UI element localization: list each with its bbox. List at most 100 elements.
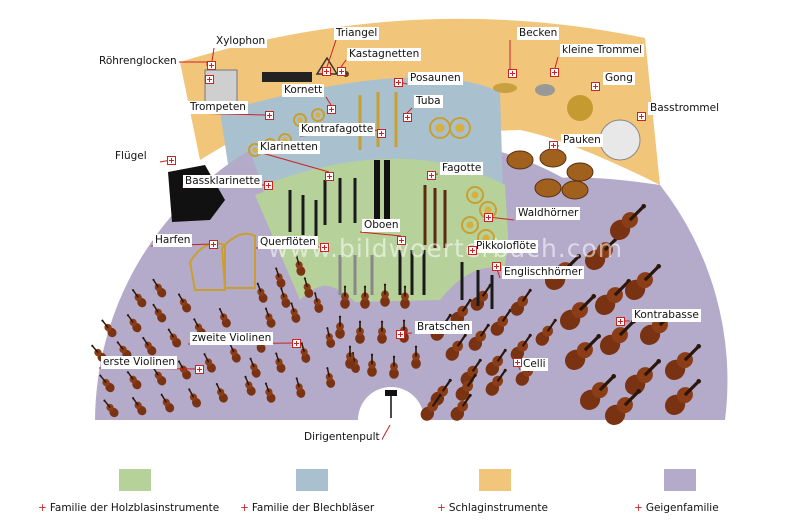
double-bass-icon [664,343,702,381]
violin-icon [177,293,192,313]
label-posaunen[interactable]: Posaunen [408,72,463,85]
violin-icon [152,303,167,323]
label-harfen[interactable]: Harfen [153,234,193,247]
label-kleine-trommel[interactable]: kleine Trommel [560,44,645,57]
plus-icon-kornett[interactable] [327,105,336,114]
violin-icon [126,314,142,333]
violin-icon [99,374,115,393]
french-horn-icon-bell [471,191,479,199]
label-bratschen[interactable]: Bratschen [415,321,473,334]
plus-icon-celli[interactable] [513,358,522,367]
label-englischhoerner[interactable]: Englischhörner [502,266,585,279]
label-kastagnetten[interactable]: Kastagnetten [347,48,422,61]
violin-icon [188,388,202,408]
plus-icon-querfloeten[interactable] [320,243,329,252]
cello-icon [420,393,442,421]
plus-icon-fagotte[interactable] [427,171,436,180]
plus-icon-klarinetten[interactable] [325,172,334,181]
plus-icon-gong[interactable] [591,82,600,91]
label-oboen[interactable]: Oboen [362,219,401,232]
contrabassoon-icon [374,160,380,220]
legend-item-woodwind[interactable]: +Familie der Holzblasinstrumente [38,502,220,514]
english-horn-icon [476,270,480,306]
legend-item-strings[interactable]: +Geigenfamilie [634,502,719,514]
label-trompeten[interactable]: Trompeten [188,101,248,114]
viola-icon [345,345,355,369]
plus-icon-bratschen[interactable] [396,330,405,339]
flute-icon [370,255,374,295]
double-bass-icon [559,293,597,331]
violin-icon [303,277,314,298]
gong-icon [567,95,593,121]
label-waldhoerner[interactable]: Waldhörner [516,207,581,220]
label-roehrenglocken[interactable]: Röhrenglocken [97,55,179,68]
label-bassklarinette[interactable]: Bassklarinette [183,175,263,188]
bassoon-icon [423,185,427,245]
leader-line [261,152,330,173]
label-fluegel[interactable]: Flügel [113,150,149,163]
plus-icon-posaunen[interactable] [394,78,403,87]
plus-icon-zweite-violinen[interactable] [292,339,301,348]
plus-icon-pauken[interactable] [549,141,558,150]
french-horn-icon-bell [466,221,474,229]
label-pikkolofloete[interactable]: Pikkoloflöte [474,240,539,253]
viola-icon [340,285,350,309]
french-horn-icon-bell [484,206,492,214]
plus-icon-waldhoerner[interactable] [484,213,493,222]
label-kontrabasse[interactable]: Kontrabasse [632,309,701,322]
plus-icon-xylophon[interactable] [207,61,216,70]
viola-icon [355,320,365,344]
plus-icon-englischhoerner[interactable] [492,262,501,271]
label-kontrafagotte[interactable]: Kontrafagotte [299,123,376,136]
label-klarinetten[interactable]: Klarinetten [258,141,320,154]
label-basstrommel[interactable]: Basstrommel [648,102,722,115]
plus-icon-kontrafagotte[interactable] [377,129,386,138]
label-gong[interactable]: Gong [603,72,635,85]
plus-icon-trompeten[interactable] [265,111,274,120]
violin-icon [131,289,147,308]
clarinet-icon [323,180,327,225]
plus-icon-roehrenglocken[interactable] [205,75,214,84]
violin-icon [126,371,142,390]
label-triangel[interactable]: Triangel [334,27,380,40]
label-kornett[interactable]: Kornett [282,84,325,97]
bass-clarinet-icon [288,190,292,232]
label-dirigentenpult[interactable]: Dirigentenpult [302,431,382,444]
plus-icon-becken[interactable] [508,69,517,78]
plus-icon-tuba[interactable] [403,113,412,122]
viola-icon [389,355,399,379]
plus-icon-basstrommel[interactable] [637,112,646,121]
double-bass-icon [609,203,647,241]
cello-icon [450,393,472,421]
legend-item-percussion[interactable]: +Schlaginstrumente [437,502,548,514]
plus-icon-oboen[interactable] [397,236,406,245]
plus-icon-pikkolofloete[interactable] [468,246,477,255]
violin-icon [103,399,119,418]
label-zweite-violinen[interactable]: zweite Violinen [190,332,274,345]
label-pauken[interactable]: Pauken [561,134,603,147]
timpani-icon [561,180,589,200]
plus-icon-bassklarinette[interactable] [264,181,273,190]
label-tuba[interactable]: Tuba [414,95,443,108]
plus-icon-kontrabasse[interactable] [616,317,625,326]
legend-item-brass[interactable]: +Familie der Blechbläser [240,502,375,514]
plus-icon-erste-violinen[interactable] [195,365,204,374]
violin-icon [264,382,276,403]
plus-icon-kastagnetten[interactable] [337,67,346,76]
plus-icon-kleine-trommel[interactable] [550,68,559,77]
label-celli[interactable]: Celli [521,358,548,371]
viola-icon [411,345,421,369]
label-becken[interactable]: Becken [517,27,560,40]
viola-icon [360,285,370,309]
oboe-icon [398,250,402,295]
label-fagotte[interactable]: Fagotte [440,162,484,175]
label-querfloeten[interactable]: Querflöten [258,236,318,249]
label-erste-violinen[interactable]: erste Violinen [101,356,178,369]
plus-icon-harfen[interactable] [209,240,218,249]
plus-icon-fluegel[interactable] [167,156,176,165]
leader-line [554,56,559,69]
label-xylophon[interactable]: Xylophon [214,35,268,48]
french-horn-icon [466,186,484,204]
plus-icon-triangel[interactable] [322,67,331,76]
